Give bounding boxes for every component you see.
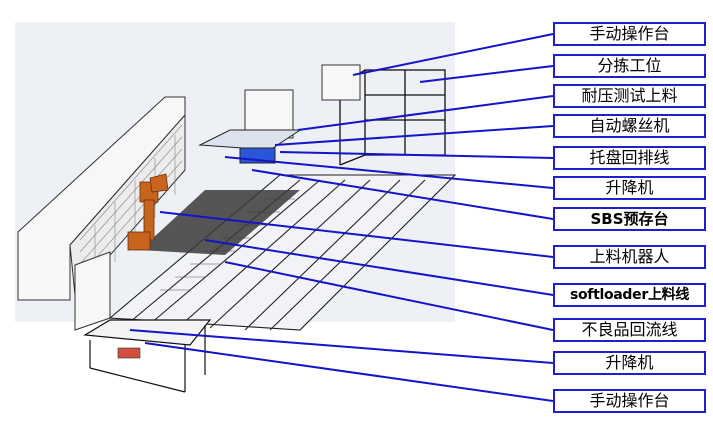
leader-line-1	[352, 33, 554, 76]
loading-belt	[140, 190, 300, 255]
front-lift-table	[83, 319, 212, 393]
leader-line-10	[224, 261, 554, 331]
callout-loading-robot: 上料机器人	[553, 245, 706, 269]
leader-line-3	[297, 95, 554, 131]
rear-cabinet	[321, 64, 361, 101]
callout-lift-front: 升降机	[553, 351, 706, 375]
leader-lines	[129, 33, 554, 402]
callout-sbs-buffer: SBS预存台	[553, 207, 706, 231]
callout-sorting-station: 分拣工位	[553, 54, 706, 78]
leader-line-5	[279, 151, 554, 159]
callout-auto-screw-machine: 自动螺丝机	[553, 114, 706, 138]
callout-reject-return-line: 不良品回流线	[553, 318, 706, 342]
leader-line-9	[204, 239, 554, 296]
leader-line-4	[274, 125, 554, 146]
callout-manual-station-bottom: 手动操作台	[553, 389, 706, 413]
callout-lift-rear: 升降机	[553, 176, 706, 200]
leader-line-11	[129, 329, 554, 364]
loading-robot	[127, 173, 169, 251]
leader-line-7	[251, 169, 554, 220]
callout-manual-station-top: 手动操作台	[553, 22, 706, 46]
lift-panel	[117, 347, 141, 359]
leader-line-2	[419, 65, 554, 83]
callout-withstand-test-loading: 耐压测试上料	[553, 84, 706, 108]
front-cabinet	[74, 251, 111, 331]
callout-softloader-line: softloader上料线	[553, 283, 706, 307]
leader-line-8	[159, 211, 554, 258]
leader-line-12	[144, 342, 554, 402]
left-glass-enclosure	[17, 96, 186, 301]
leader-line-6	[224, 156, 554, 189]
callout-pallet-return-line: 托盘回排线	[553, 146, 706, 170]
